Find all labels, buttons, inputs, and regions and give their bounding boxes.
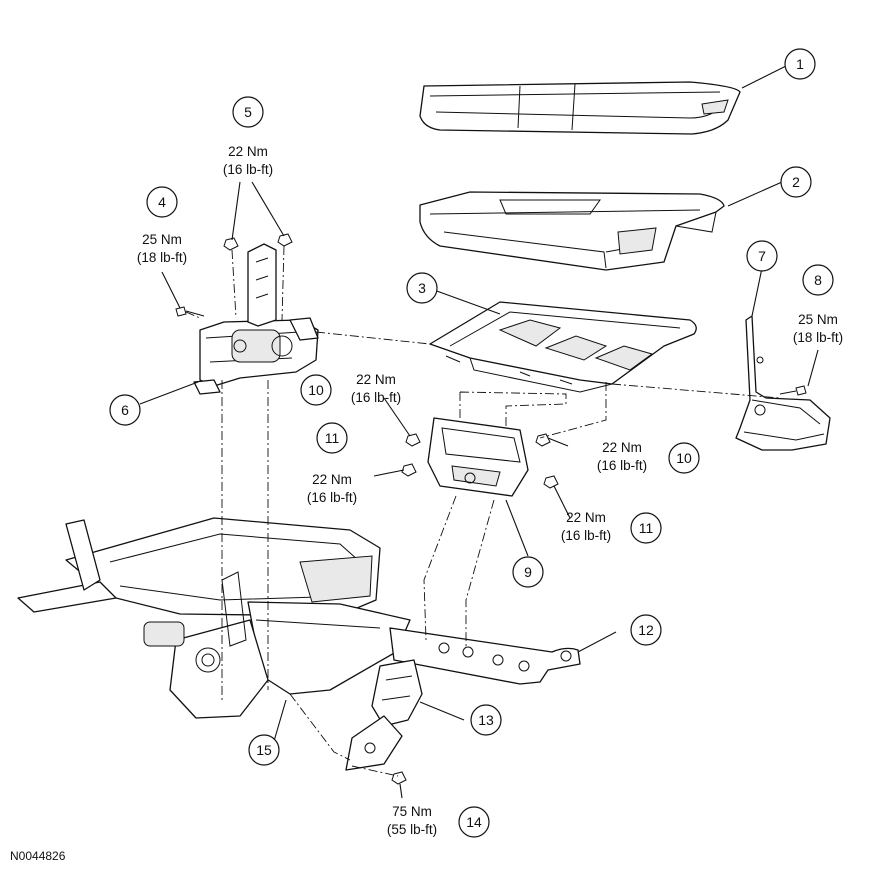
alignment-lines	[185, 245, 781, 777]
svg-text:13: 13	[478, 712, 494, 728]
callout-12: 12	[630, 614, 662, 646]
callout-1: 1	[784, 48, 816, 80]
svg-text:75 Nm: 75 Nm	[392, 804, 432, 819]
svg-text:11: 11	[639, 520, 654, 536]
callout-14: 14	[458, 806, 490, 838]
torque-label-10-right: 22 Nm (16 lb-ft)	[597, 440, 647, 473]
svg-text:1: 1	[796, 56, 804, 72]
svg-text:7: 7	[758, 248, 766, 264]
nut-11-left-icon	[401, 463, 417, 477]
svg-text:(16 lb-ft): (16 lb-ft)	[561, 528, 611, 543]
svg-text:25 Nm: 25 Nm	[798, 312, 838, 327]
torque-label-5: 22 Nm (16 lb-ft)	[223, 144, 273, 177]
svg-text:22 Nm: 22 Nm	[356, 372, 396, 387]
svg-text:(18 lb-ft): (18 lb-ft)	[137, 250, 187, 265]
part-12-lower-bar	[389, 627, 581, 685]
callout-3: 3	[406, 272, 438, 304]
svg-text:11: 11	[325, 430, 340, 446]
part-9-center-bracket	[427, 417, 529, 497]
part-6-recliner-assembly	[193, 243, 319, 395]
svg-text:(55 lb-ft): (55 lb-ft)	[387, 822, 437, 837]
svg-text:15: 15	[256, 742, 272, 758]
callout-9: 9	[512, 556, 544, 588]
svg-text:10: 10	[308, 382, 324, 398]
callout-10-left: 10	[300, 374, 332, 406]
part-2-seat-cushion-pad	[419, 191, 725, 271]
svg-text:5: 5	[244, 104, 252, 120]
leader-lines	[139, 65, 819, 799]
callout-4: 4	[146, 186, 178, 218]
callout-11-right: 11	[630, 512, 662, 544]
part-15-seat-riser-frame	[17, 517, 411, 719]
svg-text:(16 lb-ft): (16 lb-ft)	[223, 162, 273, 177]
torque-label-4: 25 Nm (18 lb-ft)	[137, 232, 187, 265]
svg-text:22 Nm: 22 Nm	[602, 440, 642, 455]
part-1-seat-cushion-cover	[419, 81, 741, 135]
bolt-8-icon	[779, 385, 807, 396]
nut-5-right-icon	[277, 233, 293, 247]
callout-10-right: 10	[668, 442, 700, 474]
svg-text:12: 12	[638, 622, 654, 638]
svg-text:(16 lb-ft): (16 lb-ft)	[351, 390, 401, 405]
svg-text:22 Nm: 22 Nm	[566, 510, 606, 525]
torque-label-8: 25 Nm (18 lb-ft)	[793, 312, 843, 345]
svg-text:4: 4	[158, 194, 166, 210]
torque-label-10-left: 22 Nm (16 lb-ft)	[351, 372, 401, 405]
callout-6: 6	[109, 394, 141, 426]
svg-text:14: 14	[466, 814, 482, 830]
part-3-seat-frame-pan	[429, 301, 697, 393]
torque-label-11-left: 22 Nm (16 lb-ft)	[307, 472, 357, 505]
callout-11-left: 11	[316, 422, 348, 454]
callout-15: 15	[248, 734, 280, 766]
svg-text:8: 8	[814, 272, 822, 288]
nut-14-icon	[391, 771, 407, 785]
svg-text:9: 9	[524, 564, 532, 580]
svg-text:10: 10	[676, 450, 692, 466]
nut-11-right-icon	[543, 475, 559, 489]
svg-text:(16 lb-ft): (16 lb-ft)	[597, 458, 647, 473]
svg-text:3: 3	[418, 280, 426, 296]
callout-2: 2	[780, 166, 812, 198]
part-7-rear-bracket	[735, 315, 831, 451]
callout-8: 8	[802, 264, 834, 296]
svg-text:22 Nm: 22 Nm	[312, 472, 352, 487]
svg-text:2: 2	[792, 174, 800, 190]
svg-text:6: 6	[121, 402, 129, 418]
callout-13: 13	[470, 704, 502, 736]
nut-10-right-icon	[535, 433, 551, 447]
bolt-4-icon	[175, 306, 205, 317]
figure-id: N0044826	[10, 849, 66, 863]
part-13-seat-belt-buckle	[345, 659, 423, 771]
nut-5-left-icon	[223, 237, 239, 251]
svg-text:22 Nm: 22 Nm	[228, 144, 268, 159]
svg-text:(18 lb-ft): (18 lb-ft)	[793, 330, 843, 345]
torque-label-11-right: 22 Nm (16 lb-ft)	[561, 510, 611, 543]
svg-text:25 Nm: 25 Nm	[142, 232, 182, 247]
nut-10-left-icon	[405, 433, 421, 447]
torque-label-14: 75 Nm (55 lb-ft)	[387, 804, 437, 837]
svg-text:(16 lb-ft): (16 lb-ft)	[307, 490, 357, 505]
callout-7: 7	[746, 240, 778, 272]
callout-5: 5	[232, 96, 264, 128]
